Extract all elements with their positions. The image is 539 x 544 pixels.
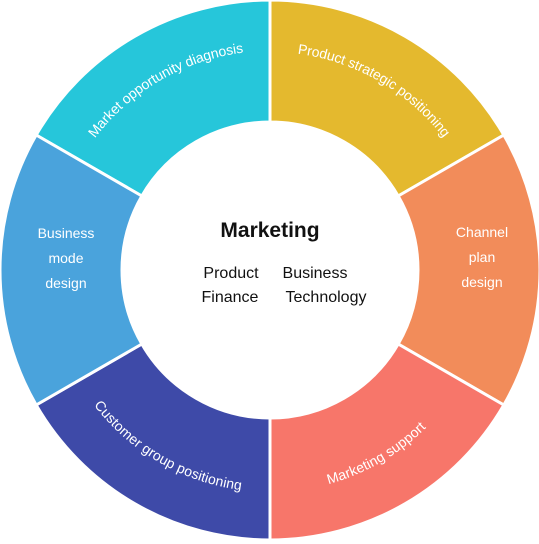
center-item-technology: Technology xyxy=(286,289,367,306)
segment-label-channel-plan-line-0: Channel xyxy=(456,224,508,240)
center-item-business: Business xyxy=(283,265,348,282)
center-circle xyxy=(122,122,418,418)
segment-label-business-mode-line-2: design xyxy=(45,275,86,291)
segment-label-channel-plan-line-1: plan xyxy=(469,249,495,265)
segment-label-channel-plan-line-2: design xyxy=(461,274,502,290)
center-item-finance: Finance xyxy=(202,289,259,306)
center-item-product: Product xyxy=(203,265,259,282)
segment-label-business-mode-line-1: mode xyxy=(48,250,83,266)
segment-label-business-mode-line-0: Business xyxy=(38,225,95,241)
center-title: Marketing xyxy=(220,219,319,242)
